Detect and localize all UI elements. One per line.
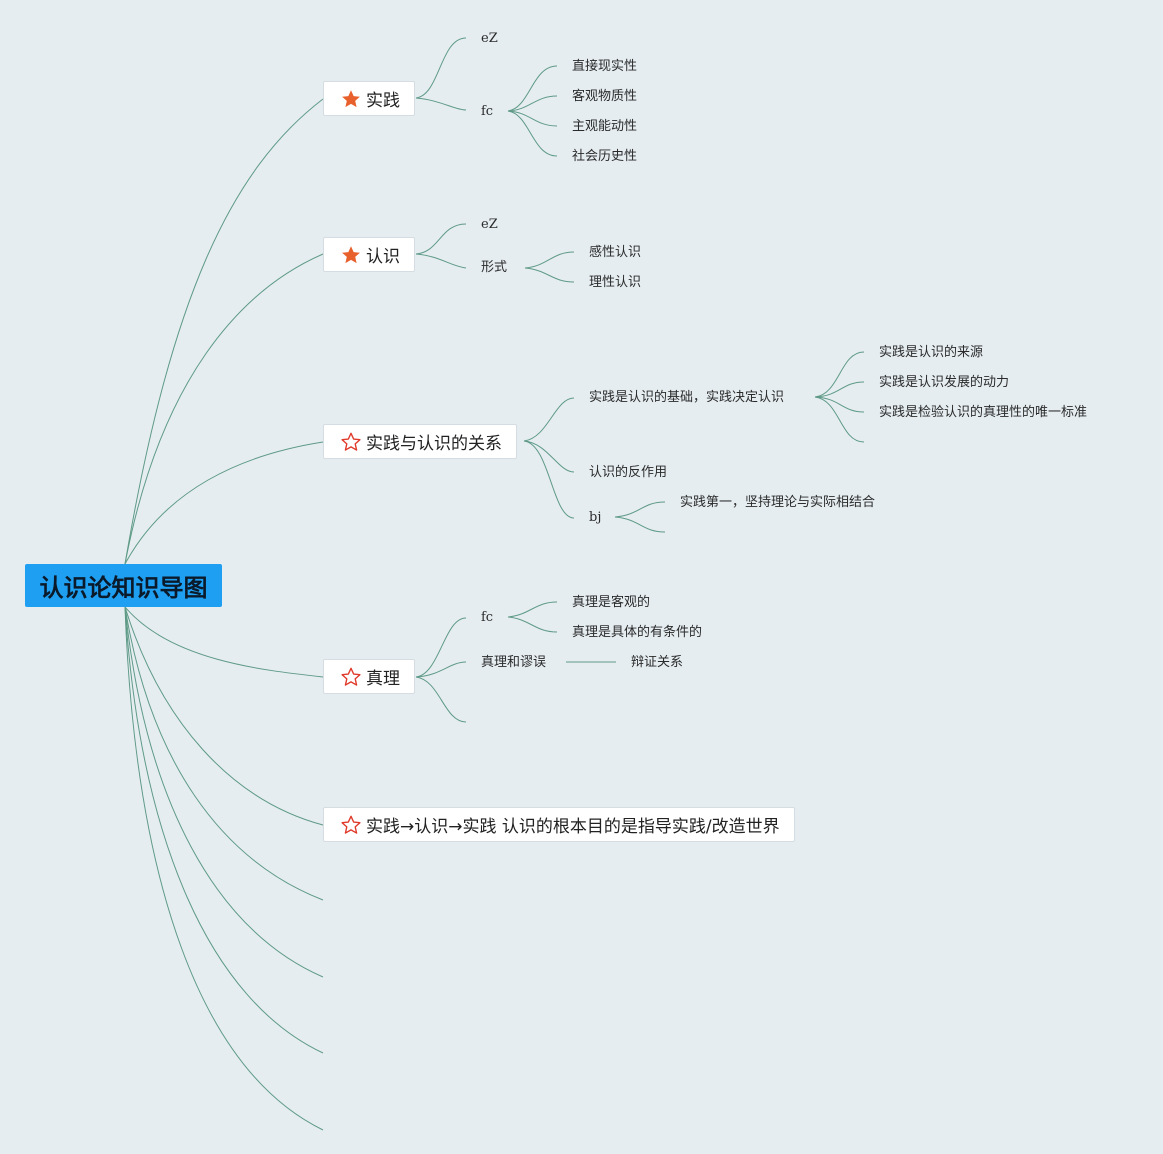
subtopic-guanxi-fanzuoyong[interactable]: 认识的反作用: [589, 465, 668, 480]
connector-zhenli-fc: [415, 617, 467, 678]
connector-root-empty-2: [124, 606, 324, 978]
connector-shijian-fc: [415, 97, 467, 111]
topic-zhenli[interactable]: 真理: [323, 659, 415, 694]
subtopic-zhenli-miuwu[interactable]: 真理和谬误: [481, 655, 547, 670]
subtopic-bj-item[interactable]: 实践第一，坚持理论与实际相结合: [680, 495, 876, 510]
topic-renshi-label: 认识: [366, 247, 400, 267]
root-topic[interactable]: 认识论知识导图: [25, 564, 222, 607]
topic-xunhuan[interactable]: 实践→认识→实践 认识的根本目的是指导实践/改造世界: [323, 807, 795, 842]
connector-root-zhenli: [124, 606, 324, 678]
subtopic-fc-item[interactable]: 直接现实性: [572, 59, 638, 74]
connector-jichu-item3: [814, 396, 865, 413]
root-topic-label: 认识论知识导图: [39, 574, 208, 602]
subtopic-fc-item[interactable]: 社会历史性: [572, 149, 638, 164]
topic-xunhuan-label: 实践→认识→实践 认识的根本目的是指导实践/改造世界: [366, 817, 780, 837]
subtopic-miuwu-bianzheng[interactable]: 辩证关系: [631, 655, 684, 670]
star-outline-icon: [340, 666, 362, 688]
connector-jichu-item2: [814, 381, 865, 398]
connector-renshi-xingshi: [415, 253, 467, 269]
connector-root-empty-3: [124, 606, 324, 1054]
connector-fc-item3: [507, 110, 558, 127]
connector-bj-item1: [614, 501, 666, 518]
topic-shijian[interactable]: 实践: [323, 81, 415, 116]
subtopic-fc-item[interactable]: 客观物质性: [572, 89, 638, 104]
connector-shijian-ez: [415, 37, 467, 99]
connector-xingshi-item1: [524, 251, 575, 269]
subtopic-xingshi-item[interactable]: 感性认识: [589, 245, 642, 260]
subtopic-shijian-ez[interactable]: eZ: [481, 31, 498, 46]
subtopic-shijian-fc[interactable]: fc: [481, 104, 494, 119]
subtopic-guanxi-jichu[interactable]: 实践是认识的基础，实践决定认识: [589, 390, 785, 405]
connector-fc-item2: [507, 95, 558, 112]
connector-zfc-item2: [507, 616, 558, 633]
topic-guanxi[interactable]: 实践与认识的关系: [323, 424, 517, 459]
connector-root-guanxi: [124, 441, 324, 565]
connector-root-xunhuan: [124, 606, 324, 826]
connector-bj-item2: [614, 516, 666, 533]
connector-fc-item4: [507, 110, 558, 157]
subtopic-xingshi-item[interactable]: 理性认识: [589, 275, 642, 290]
topic-guanxi-label: 实践与认识的关系: [366, 434, 502, 454]
connector-jichu-item4: [814, 396, 865, 443]
connector-root-renshi: [124, 253, 324, 565]
connector-guanxi-fanzuoyong: [523, 440, 575, 473]
subtopic-jichu-item[interactable]: 实践是认识的来源: [879, 345, 984, 360]
connector-xingshi-item2: [524, 267, 575, 283]
connector-root-shijian: [124, 98, 324, 565]
star-outline-icon: [340, 814, 362, 836]
connector-guanxi-jichu: [523, 397, 575, 442]
star-outline-icon: [340, 431, 362, 453]
connector-jichu-item1: [814, 351, 865, 398]
connector-guanxi-bj: [523, 440, 575, 519]
connector-zhenli-empty: [415, 676, 467, 723]
subtopic-zfc-item[interactable]: 真理是具体的有条件的: [572, 625, 703, 640]
connector-fc-item1: [507, 65, 558, 112]
connector-zhenli-miuwu: [415, 661, 467, 678]
star-filled-icon: [340, 88, 362, 110]
subtopic-zfc-item[interactable]: 真理是客观的: [572, 595, 651, 610]
subtopic-jichu-item[interactable]: 实践是检验认识的真理性的唯一标准: [879, 405, 1088, 420]
subtopic-zhenli-fc[interactable]: fc: [481, 610, 494, 625]
connector-root-empty-1: [124, 606, 324, 901]
subtopic-guanxi-bj[interactable]: bj: [589, 510, 602, 525]
topic-renshi[interactable]: 认识: [323, 237, 415, 272]
star-filled-icon: [340, 244, 362, 266]
connector-root-empty-4: [124, 606, 324, 1131]
connector-zfc-item1: [507, 601, 558, 618]
topic-shijian-label: 实践: [366, 91, 400, 111]
subtopic-fc-item[interactable]: 主观能动性: [572, 119, 638, 134]
subtopic-renshi-xingshi[interactable]: 形式: [481, 260, 508, 275]
connector-renshi-ez: [415, 223, 467, 255]
topic-zhenli-label: 真理: [366, 669, 400, 689]
subtopic-jichu-item[interactable]: 实践是认识发展的动力: [879, 375, 1010, 390]
subtopic-renshi-ez[interactable]: eZ: [481, 217, 498, 232]
